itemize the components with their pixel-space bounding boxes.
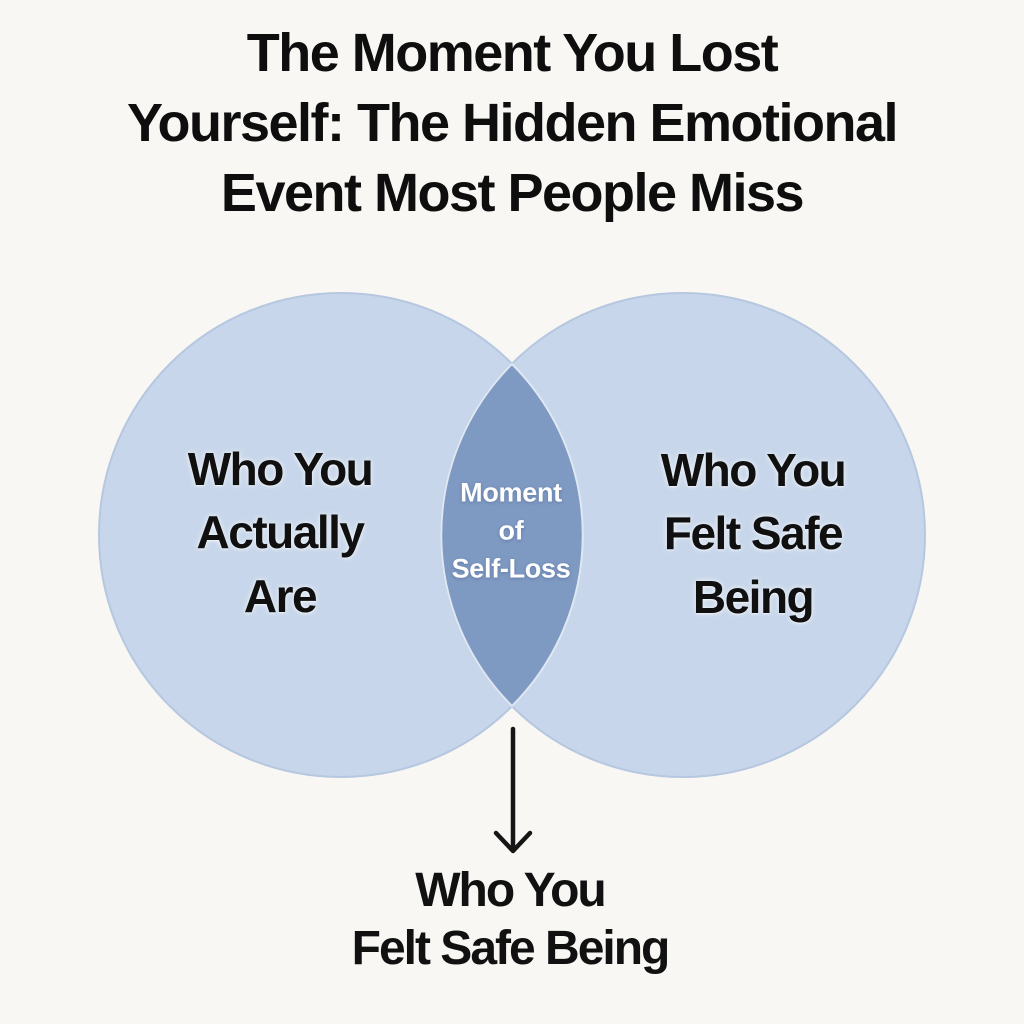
down-arrow-icon bbox=[493, 726, 533, 854]
right-circle-label: Who You Felt Safe Being bbox=[660, 443, 847, 623]
annotation-label: Who You Felt Safe Being bbox=[351, 864, 671, 975]
overlap-label: Moment of Self-Loss bbox=[451, 477, 571, 583]
arrow-head bbox=[493, 830, 533, 854]
left-circle-label: Who You Actually Are bbox=[187, 442, 374, 622]
page-title: The Moment You Lost Yourself: The Hidden… bbox=[126, 23, 899, 224]
overlap-lens bbox=[440, 362, 584, 708]
